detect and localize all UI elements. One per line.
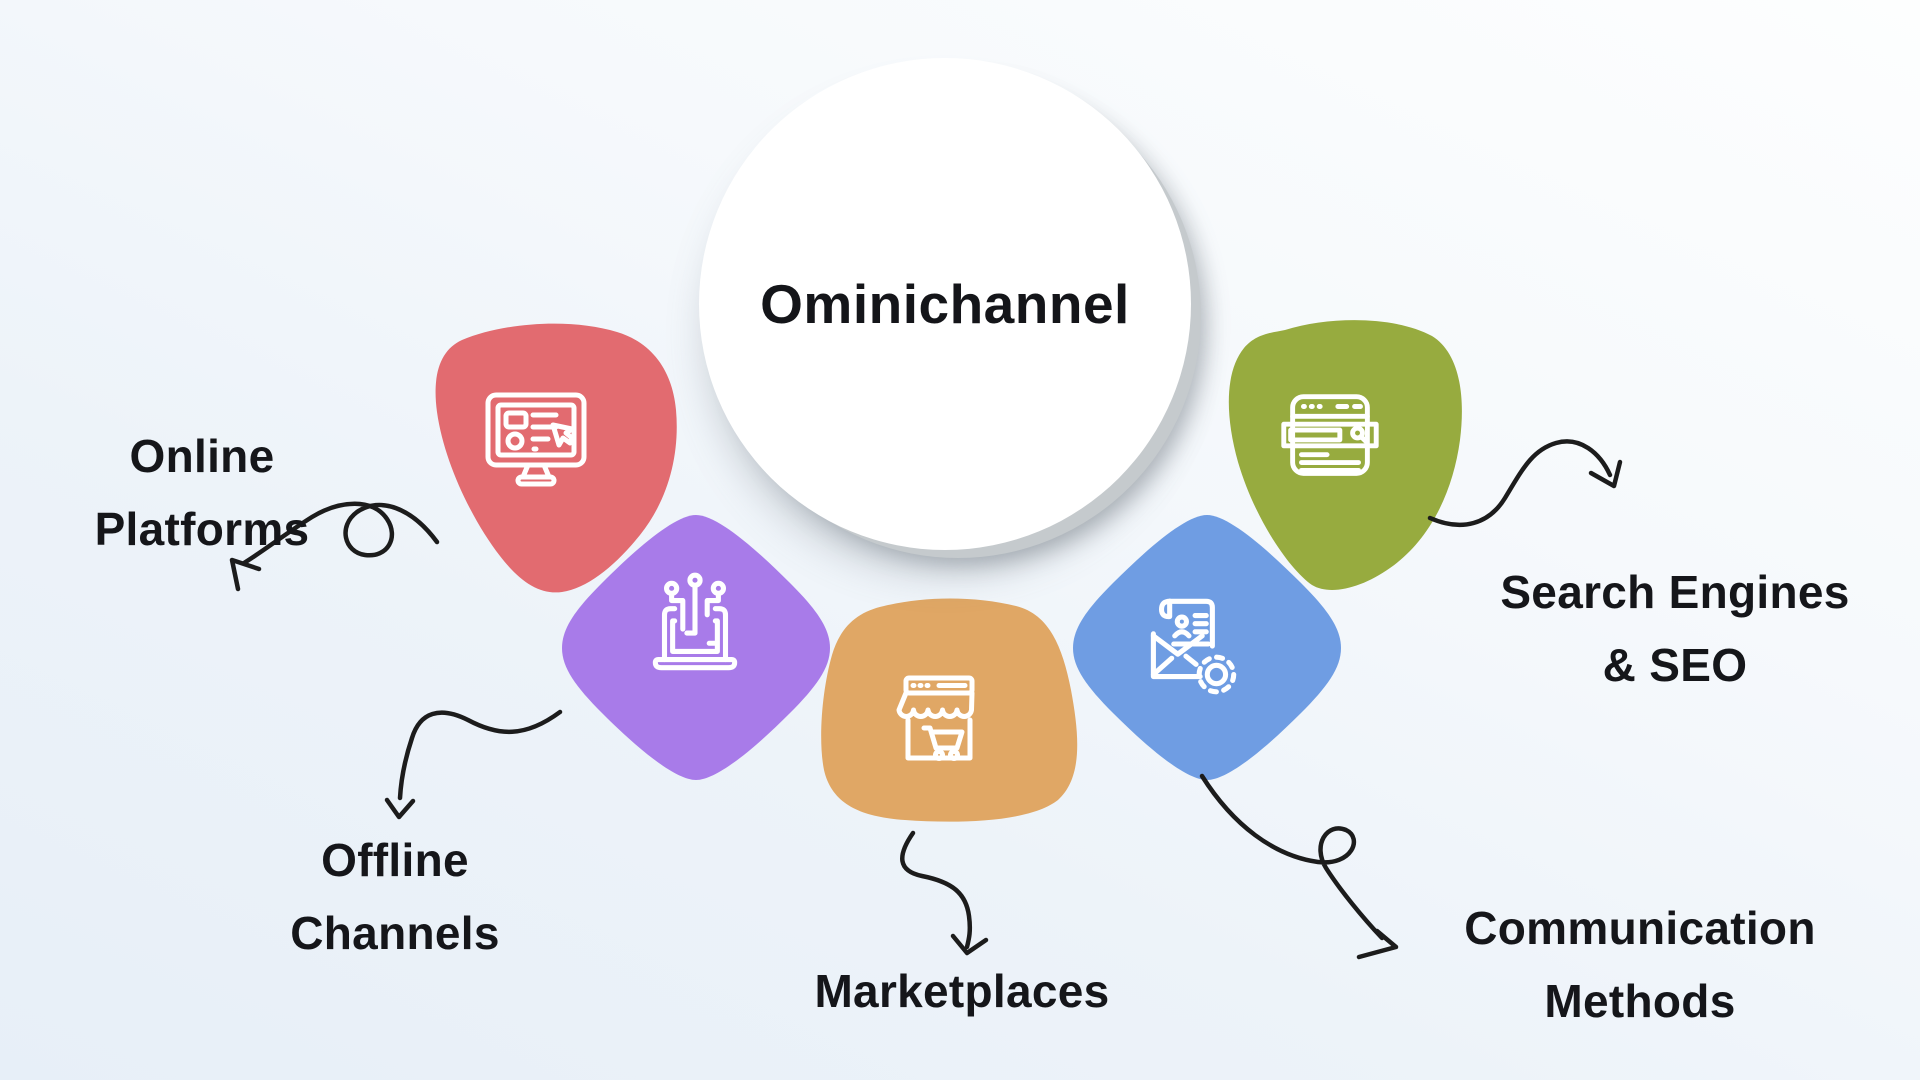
label-line: Channels	[290, 907, 500, 959]
label-online-platforms: Online Platforms	[22, 420, 382, 566]
label-line: Offline	[321, 834, 469, 886]
arrow-offline-channels	[384, 709, 563, 820]
arrow-marketplaces	[900, 830, 989, 956]
label-line: Search Engines	[1500, 566, 1850, 618]
label-search-engines-seo: Search Engines & SEO	[1455, 556, 1895, 702]
label-marketplaces: Marketplaces	[772, 955, 1152, 1028]
laptop-network-icon	[652, 572, 738, 671]
diagram-title: Ominichannel	[760, 273, 1130, 335]
label-line: Communication	[1464, 902, 1816, 954]
label-offline-channels: Offline Channels	[215, 824, 575, 970]
center-node: Ominichannel	[699, 58, 1191, 550]
blob-online-platforms	[435, 323, 677, 593]
browser-search-icon	[1281, 394, 1379, 476]
label-communication-methods: Communication Methods	[1420, 892, 1860, 1038]
storefront-cart-icon	[896, 675, 975, 761]
arrow-communication-methods	[1199, 773, 1399, 960]
label-line: & SEO	[1602, 639, 1748, 691]
blob-marketplaces	[821, 598, 1078, 822]
label-line: Online	[129, 430, 275, 482]
label-line: Marketplaces	[814, 965, 1110, 1017]
label-line: Methods	[1544, 975, 1736, 1027]
arrow-online-platforms	[229, 501, 440, 592]
arrow-search-engines-seo	[1427, 439, 1623, 528]
monitor-cursor-icon	[485, 392, 587, 487]
mail-document-gear-icon	[1150, 598, 1237, 695]
blob-offline-channels	[562, 515, 830, 780]
blob-communication-methods	[1073, 515, 1341, 780]
label-line: Platforms	[94, 503, 310, 555]
blob-search-engines-seo	[1228, 320, 1462, 590]
